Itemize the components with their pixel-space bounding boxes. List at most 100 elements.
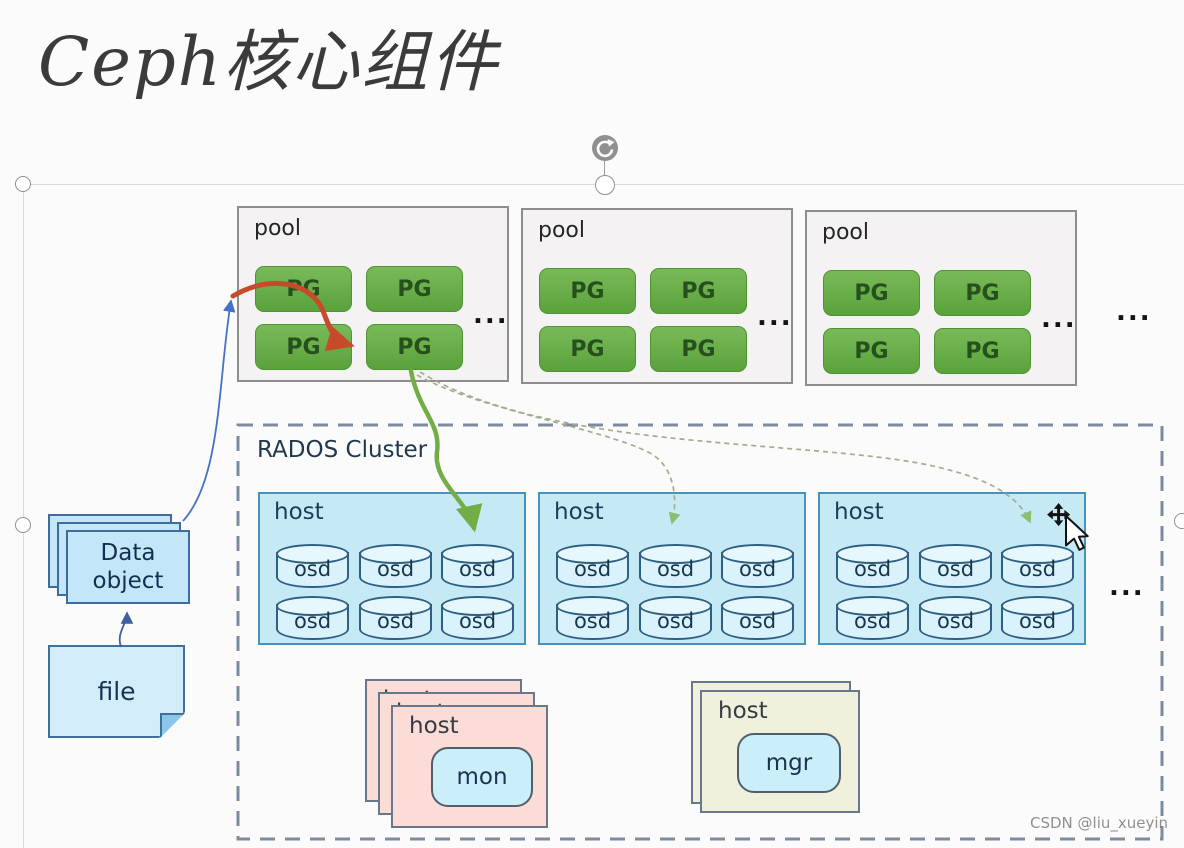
data-object-label-line1: Data [100, 539, 156, 566]
pools-outer-ellipsis: ... [1116, 297, 1152, 327]
osd-cylinder[interactable]: osd [441, 596, 514, 642]
selection-outline-left [23, 184, 24, 848]
pg-label: PG [681, 278, 716, 304]
osd-cylinder[interactable]: osd [721, 544, 794, 590]
osd-label: osd [376, 557, 415, 581]
osd-label: osd [738, 557, 777, 581]
osd-cylinder[interactable]: osd [639, 544, 712, 590]
pool-box-3[interactable]: pool PG PG PG PG ... [805, 210, 1077, 386]
resize-handle-top-left[interactable] [15, 176, 31, 192]
rados-cluster-label: RADOS Cluster [257, 437, 428, 463]
pg-label: PG [681, 336, 716, 362]
pg-label: PG [854, 280, 889, 306]
osd-cylinder[interactable]: osd [276, 544, 349, 590]
osd-cylinder[interactable]: osd [556, 544, 629, 590]
osd-label: osd [458, 557, 497, 581]
osd-cylinder[interactable]: osd [721, 596, 794, 642]
pool-box-1[interactable]: pool PG PG PG PG ... [237, 206, 509, 382]
pg-box[interactable]: PG [366, 324, 463, 370]
pg-box[interactable]: PG [650, 268, 747, 314]
rotate-handle-stem [604, 161, 605, 176]
osd-label: osd [573, 557, 612, 581]
host-box-1[interactable]: host osd osd osd osd osd osd [258, 492, 526, 645]
osd-cylinder[interactable]: osd [919, 596, 992, 642]
osd-label: osd [1018, 557, 1057, 581]
osd-label: osd [936, 557, 975, 581]
pool-label: pool [254, 216, 301, 241]
arrow-file-to-data-object[interactable] [118, 611, 134, 648]
osd-cylinder[interactable]: osd [639, 596, 712, 642]
mgr-box[interactable]: mgr [737, 733, 841, 793]
osd-cylinder[interactable]: osd [836, 544, 909, 590]
page-title: Ceph核心组件 [38, 23, 499, 101]
pg-label: PG [854, 338, 889, 364]
osd-cylinder[interactable]: osd [919, 544, 992, 590]
osd-label: osd [656, 609, 695, 633]
pg-box[interactable]: PG [650, 326, 747, 372]
osd-label: osd [293, 609, 332, 633]
rotate-icon [592, 135, 618, 161]
pool-label: pool [538, 218, 585, 243]
file-label: file [97, 677, 136, 706]
host-box-3[interactable]: host osd osd osd osd osd osd [818, 492, 1086, 645]
host-box-2[interactable]: host osd osd osd osd osd osd [538, 492, 806, 645]
data-object-card-front[interactable]: Data object [66, 530, 190, 604]
osd-cylinder[interactable]: osd [441, 544, 514, 590]
arrow-data-object-to-pool[interactable] [182, 299, 236, 522]
osd-label: osd [1018, 609, 1057, 633]
osd-label: osd [573, 609, 612, 633]
osd-label: osd [853, 557, 892, 581]
osd-label: osd [656, 557, 695, 581]
pool-ellipsis: ... [1041, 304, 1077, 334]
pg-label: PG [397, 334, 432, 360]
osd-cylinder[interactable]: osd [276, 596, 349, 642]
pg-label: PG [286, 334, 321, 360]
osd-cylinder[interactable]: osd [1001, 544, 1074, 590]
pg-label: PG [570, 278, 605, 304]
pg-box[interactable]: PG [823, 270, 920, 316]
osd-label: osd [293, 557, 332, 581]
pg-box[interactable]: PG [255, 266, 352, 312]
rotate-handle[interactable] [591, 134, 619, 162]
pg-box[interactable]: PG [934, 270, 1031, 316]
host-label: host [554, 499, 604, 525]
pg-box[interactable]: PG [366, 266, 463, 312]
osd-label: osd [376, 609, 415, 633]
resize-handle-right[interactable] [1174, 513, 1184, 529]
data-object-label-line2: object [92, 568, 164, 594]
pg-box[interactable]: PG [934, 328, 1031, 374]
osd-cylinder[interactable]: osd [556, 596, 629, 642]
osd-label: osd [853, 609, 892, 633]
mon-box[interactable]: mon [431, 747, 533, 807]
pg-box[interactable]: PG [539, 268, 636, 314]
pg-label: PG [965, 338, 1000, 364]
host-label: host [834, 499, 884, 525]
osd-cylinder[interactable]: osd [359, 544, 432, 590]
pool-label: pool [822, 220, 869, 245]
pg-label: PG [570, 336, 605, 362]
pg-box[interactable]: PG [539, 326, 636, 372]
osd-cylinder[interactable]: osd [836, 596, 909, 642]
host-label: host [274, 499, 324, 525]
file-box[interactable]: file [48, 645, 185, 738]
host-label: host [718, 698, 768, 724]
resize-handle-top-center[interactable] [595, 175, 615, 195]
pg-box[interactable]: PG [823, 328, 920, 374]
osd-label: osd [738, 609, 777, 633]
osd-label: osd [936, 609, 975, 633]
host-label: host [409, 713, 459, 739]
resize-handle-left[interactable] [15, 517, 31, 533]
watermark: CSDN @liu_xueyin [1030, 814, 1169, 832]
pg-label: PG [397, 276, 432, 302]
osd-cylinder[interactable]: osd [1001, 596, 1074, 642]
mgr-label: mgr [765, 750, 813, 776]
pg-label: PG [286, 276, 321, 302]
pg-label: PG [965, 280, 1000, 306]
pool-box-2[interactable]: pool PG PG PG PG ... [521, 208, 793, 384]
osd-cylinder[interactable]: osd [359, 596, 432, 642]
mon-label: mon [456, 764, 508, 790]
pool-ellipsis: ... [473, 300, 509, 330]
pool-ellipsis: ... [757, 302, 793, 332]
pg-box[interactable]: PG [255, 324, 352, 370]
